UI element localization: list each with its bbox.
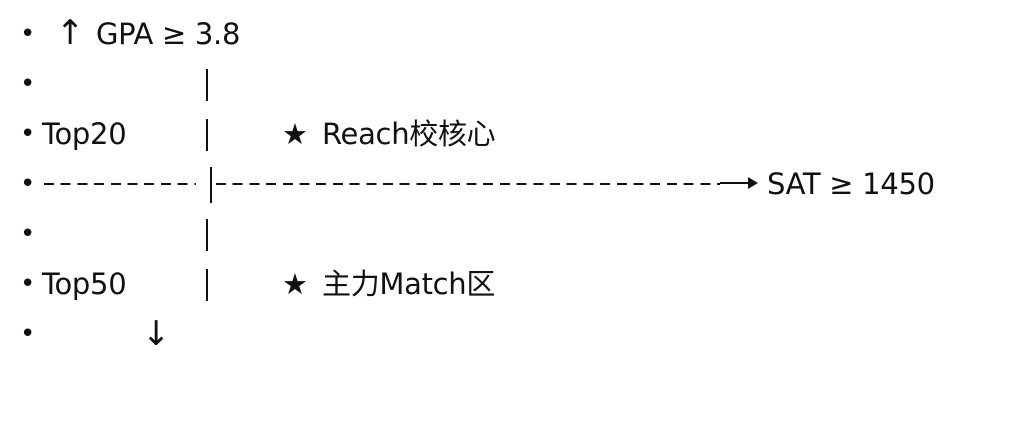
bullet: • (20, 219, 36, 249)
arrow-down-icon: ↓ (142, 314, 171, 354)
gpa-label: GPA ≥ 3.8 (96, 17, 241, 51)
tier-label-top20: Top20 (42, 117, 127, 151)
row-x-axis: • SAT ≥ 1450 (0, 159, 1024, 209)
arrow-up-icon: ↑ (56, 13, 85, 53)
sat-label: SAT ≥ 1450 (767, 167, 935, 201)
bullet: • (20, 169, 36, 199)
zone-label-match: 主力Match区 (322, 267, 496, 301)
axis-origin-bar (210, 167, 212, 203)
arrow-right-icon (720, 177, 758, 189)
bullet: • (20, 19, 36, 49)
row-gpa: • ↑ GPA ≥ 3.8 (0, 9, 1024, 59)
vertical-axis-segment (206, 269, 208, 301)
bullet: • (20, 69, 36, 99)
x-axis-dashes-right (216, 183, 720, 185)
bullet: • (20, 119, 36, 149)
row-top50: • Top50 ★ 主力Match区 (0, 259, 1024, 309)
row-axis-2: • (0, 209, 1024, 259)
bullet: • (20, 269, 36, 299)
x-axis-dashes-left (44, 183, 196, 185)
row-top20: • Top20 ★ Reach校核心 (0, 109, 1024, 159)
vertical-axis-segment (206, 119, 208, 151)
vertical-axis-segment (206, 69, 208, 101)
tier-label-top50: Top50 (42, 267, 127, 301)
row-axis-1: • (0, 59, 1024, 109)
star-icon: ★ (282, 117, 308, 151)
bullet: • (20, 319, 36, 349)
vertical-axis-segment (206, 219, 208, 251)
zone-label-reach: Reach校核心 (322, 117, 496, 151)
row-arrow-down: • ↓ (0, 309, 1024, 359)
star-icon: ★ (282, 267, 308, 301)
